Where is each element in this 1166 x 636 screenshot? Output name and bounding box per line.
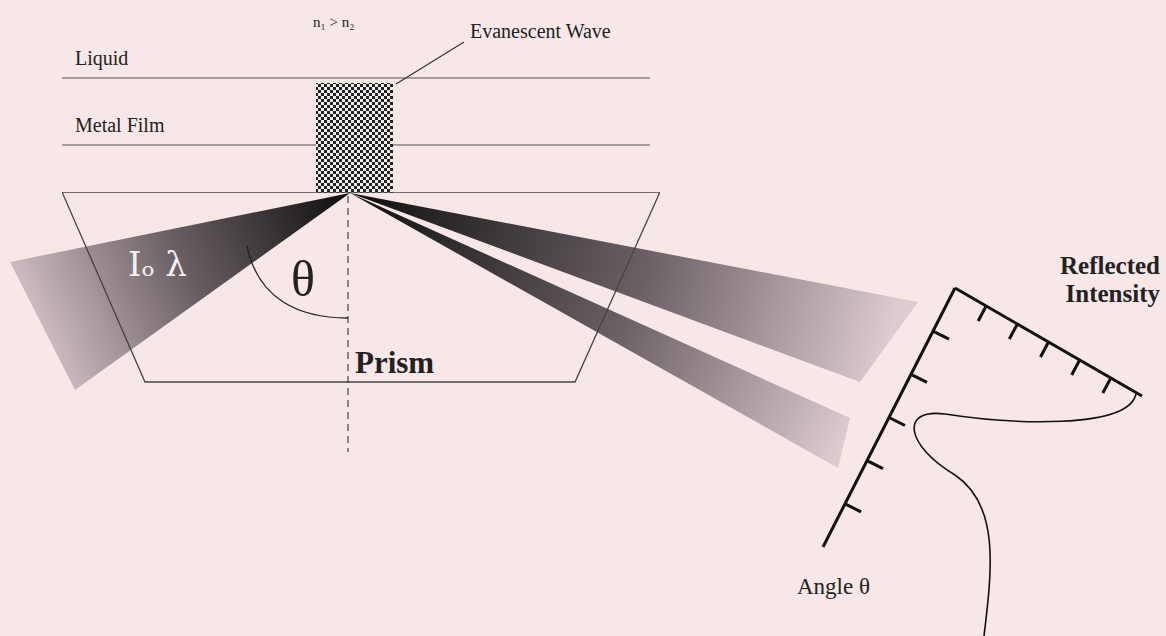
- resonance-curve: [914, 394, 1136, 636]
- layer-label: Liquid: [75, 47, 128, 69]
- incident-beam: [10, 193, 350, 390]
- axis-tick: [1009, 324, 1017, 339]
- angle-symbol: θ: [291, 252, 315, 307]
- axis-title: Reflected Intensity: [1000, 252, 1160, 307]
- prism-shape: Prism: [62, 192, 660, 384]
- axis-title: Angle θ: [797, 574, 870, 599]
- axis-tick: [867, 461, 883, 469]
- prism-outline: [62, 192, 660, 382]
- axis-tick: [1041, 342, 1049, 357]
- axis-tick: [933, 331, 949, 339]
- reflected-beam: [350, 193, 918, 382]
- callout-label: Evanescent Wave: [470, 20, 611, 42]
- index-relation: n₁ > n₂: [313, 14, 354, 31]
- angle-arc: [247, 246, 348, 318]
- axis-tick: [978, 306, 986, 321]
- prism-label: Prism: [355, 346, 434, 380]
- axis-tick: [889, 418, 905, 426]
- incident-light-label: Iₒ λ: [128, 246, 187, 283]
- normal-line: [347, 196, 348, 452]
- axis-tick: [1103, 378, 1111, 393]
- liquid-boundary: [62, 77, 650, 78]
- axis-tick: [1072, 360, 1080, 375]
- evanescent-wave: [316, 83, 393, 193]
- layer-label: Metal Film: [75, 114, 164, 136]
- axis-tick: [911, 374, 927, 382]
- leader-line: [396, 42, 464, 84]
- axis-tick: [845, 504, 861, 512]
- axis-ticks: [845, 306, 1111, 512]
- reflected-beam: [350, 193, 850, 468]
